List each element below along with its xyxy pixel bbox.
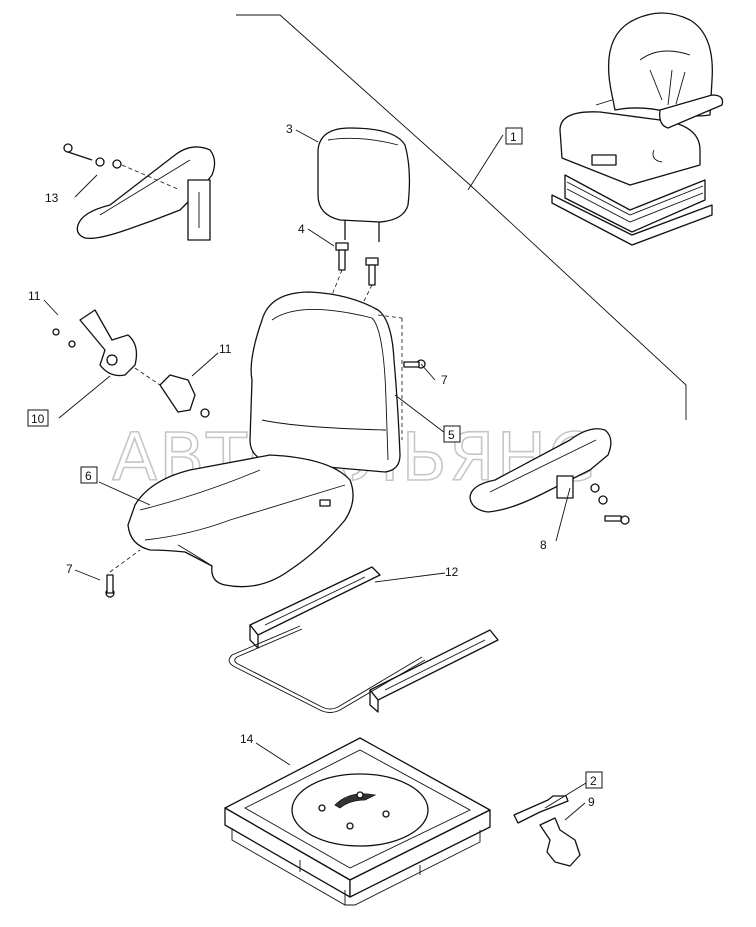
callout-9: 9 — [588, 795, 595, 809]
headrest-guides — [329, 242, 379, 306]
callout-3: 3 — [286, 122, 293, 136]
callout-14: 14 — [240, 732, 254, 746]
seat-cushion — [127, 454, 354, 588]
callout-1: 1 — [510, 130, 517, 144]
complete-seat-assembly — [551, 12, 724, 246]
callout-11-right: 11 — [219, 342, 232, 356]
callout-10: 10 — [31, 412, 45, 426]
callout-4: 4 — [298, 222, 305, 236]
callout-box-2 — [585, 771, 603, 789]
slide-rails — [228, 566, 499, 713]
backrest — [249, 291, 403, 473]
callouts: 1 2 3 4 5 6 7 7 8 9 10 11 11 12 13 14 — [27, 122, 603, 809]
callout-box-1 — [505, 127, 523, 145]
callout-box-5 — [443, 425, 461, 443]
callout-5: 5 — [448, 428, 455, 442]
callout-13: 13 — [45, 191, 59, 205]
left-armrest — [63, 143, 216, 241]
callout-11-left: 11 — [28, 289, 41, 303]
swivel-base — [224, 737, 491, 906]
headrest — [317, 127, 411, 242]
callout-6: 6 — [85, 469, 92, 483]
callout-2: 2 — [590, 774, 597, 788]
seat-belt — [52, 309, 210, 418]
assembly-divider — [236, 14, 687, 420]
screw-7-lower — [105, 549, 141, 598]
callout-8: 8 — [540, 538, 547, 552]
right-armrest — [469, 428, 630, 525]
screw-7-upper — [403, 359, 436, 381]
callout-box-10 — [27, 409, 49, 427]
leader-lines — [43, 129, 587, 821]
lever — [513, 795, 581, 867]
callout-7-lower: 7 — [66, 562, 73, 576]
callout-12: 12 — [445, 565, 459, 579]
callout-box-6 — [80, 466, 98, 484]
callout-7-upper: 7 — [441, 373, 448, 387]
